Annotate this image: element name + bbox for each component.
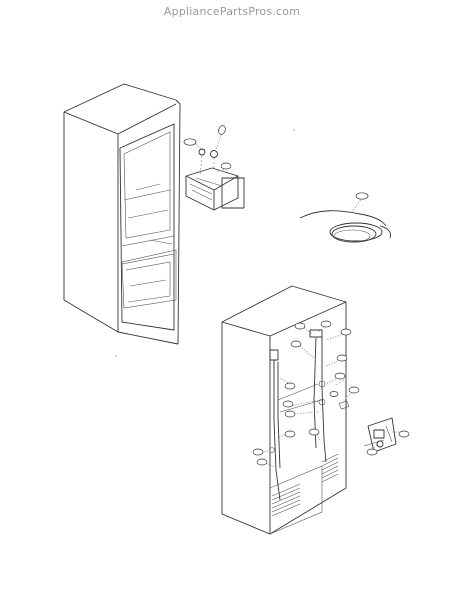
callout-tag <box>355 192 369 200</box>
callout-tag <box>366 448 378 456</box>
callout-tag <box>348 386 360 394</box>
callout-tag <box>334 372 346 380</box>
side-component-drawing <box>363 417 397 453</box>
callout-tag <box>183 138 197 146</box>
front-cabinet-drawing <box>63 83 181 345</box>
callout-tag <box>308 428 320 436</box>
callout-tag <box>336 354 348 362</box>
callout-tag <box>284 430 296 438</box>
callout-tag <box>284 410 296 418</box>
callout-tag <box>252 448 264 456</box>
callout-tag <box>398 430 410 438</box>
callout-tag <box>340 328 352 336</box>
watermark: AppliancePartsPros.com <box>163 5 301 18</box>
callout-tag <box>329 391 339 397</box>
scan-speck <box>293 129 295 131</box>
callout-tag <box>282 400 294 408</box>
scan-speck <box>115 355 117 357</box>
ice-maker-drawing <box>185 148 245 211</box>
callout-tag <box>220 162 232 170</box>
water-tube-coil <box>299 210 391 243</box>
rear-cabinet-drawing <box>221 285 350 535</box>
callout-tag <box>284 382 296 390</box>
callout-tags <box>183 125 410 466</box>
callout-tag <box>290 340 302 348</box>
callout-tag <box>294 322 306 330</box>
leader-lines <box>195 131 403 469</box>
callout-tag <box>320 320 332 328</box>
vent-grille <box>271 453 339 517</box>
callout-tag <box>218 125 226 135</box>
callout-tag <box>256 458 268 466</box>
